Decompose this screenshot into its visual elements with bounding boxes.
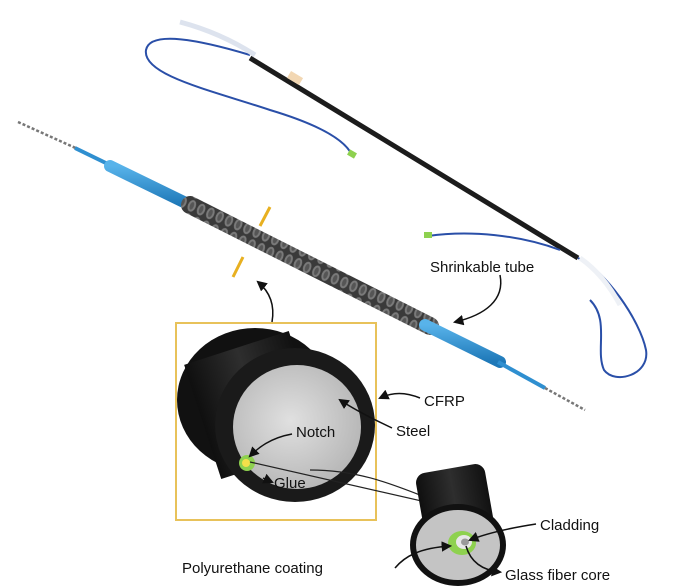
fiber-loop-assembly bbox=[144, 19, 648, 379]
label-polyurethane-coating: Polyurethane coating bbox=[182, 560, 323, 577]
arrow-shrinkable-tube bbox=[452, 274, 502, 326]
arrow-glue bbox=[262, 473, 274, 484]
arrow-steel bbox=[338, 398, 393, 429]
cut-mark-bottom bbox=[231, 256, 245, 278]
arrow-cfrp bbox=[378, 389, 421, 400]
label-steel: Steel bbox=[396, 423, 430, 440]
fiber-wire-lower bbox=[427, 232, 561, 251]
arrow-polyurethane bbox=[394, 541, 453, 569]
rod-fiber-tip-right bbox=[544, 386, 586, 412]
label-glue: Glue bbox=[274, 475, 306, 492]
rod-fiber-tip-left bbox=[17, 120, 81, 152]
rod-thin-blue-right bbox=[497, 360, 546, 390]
sensor-rod bbox=[17, 120, 586, 412]
fiber-wire-right-loop bbox=[577, 257, 648, 379]
glass-fiber-core bbox=[461, 538, 469, 546]
fiber-end-green-top bbox=[347, 149, 357, 159]
arrow-glass-fiber bbox=[465, 545, 503, 577]
fiber-wire-right-white bbox=[578, 255, 623, 307]
rod-blue-sleeve-left bbox=[104, 160, 196, 211]
steel-face bbox=[233, 365, 361, 489]
fiber-wire-left-loop bbox=[144, 37, 353, 156]
cut-mark-top bbox=[258, 206, 272, 227]
arrow-cladding bbox=[468, 523, 537, 542]
fiber-cylinder bbox=[410, 464, 506, 586]
black-sheath-tube bbox=[248, 55, 580, 261]
fiber-end-green-bottom bbox=[424, 232, 432, 238]
label-notch: Notch bbox=[296, 424, 335, 441]
sheath-joint bbox=[286, 70, 304, 86]
glue-core bbox=[242, 459, 250, 467]
rod-cfrp-braided-body bbox=[181, 196, 439, 335]
inset-pointer-arrow bbox=[256, 280, 274, 323]
arrow-notch bbox=[248, 433, 293, 458]
cross-section-inset bbox=[175, 322, 377, 521]
label-glass-fiber-core: Glass fiber core bbox=[505, 567, 610, 584]
fiber-wire-left-white bbox=[179, 19, 257, 58]
rod-blue-sleeve-right bbox=[419, 319, 506, 368]
label-shrinkable-tube: Shrinkable tube bbox=[430, 259, 534, 276]
label-cladding: Cladding bbox=[540, 517, 599, 534]
label-cfrp: CFRP bbox=[424, 393, 465, 410]
